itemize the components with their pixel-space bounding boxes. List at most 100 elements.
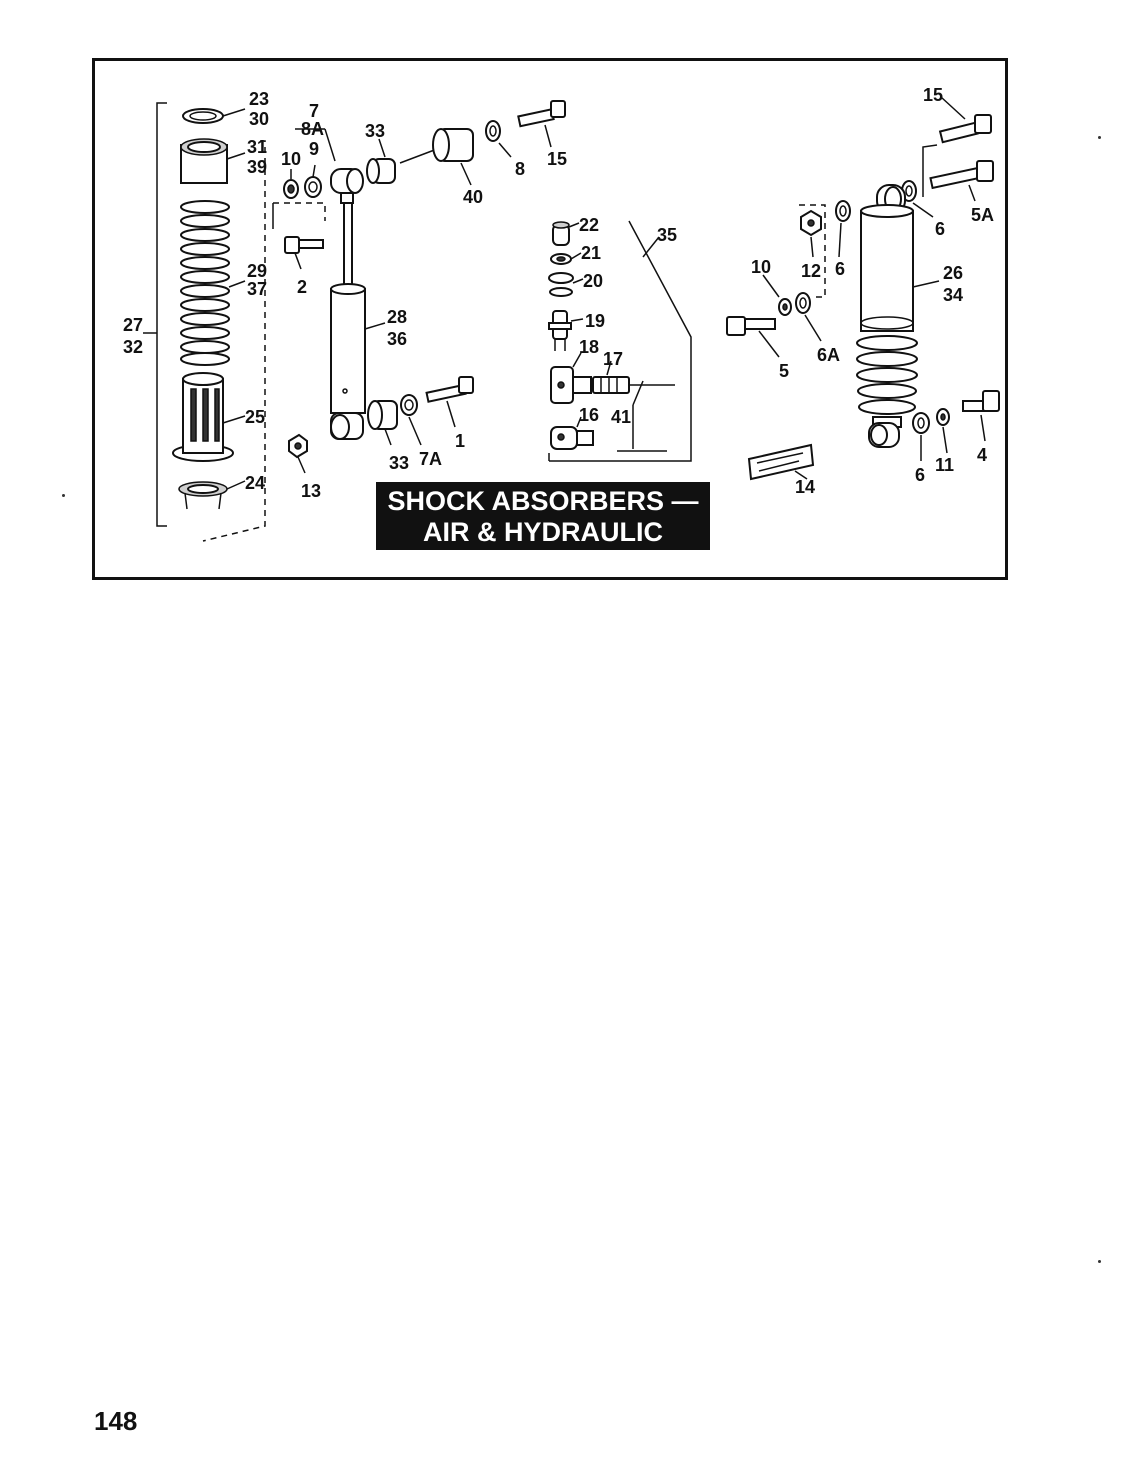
callout-30: 30 — [249, 109, 269, 129]
callout-8: 8 — [515, 159, 525, 179]
leader-40 — [460, 162, 472, 186]
part-fitting-17 — [592, 376, 675, 394]
callout-1: 1 — [455, 431, 465, 451]
leader-5A — [968, 184, 976, 202]
part-bolt-15a — [517, 100, 566, 128]
part-tee-18 — [550, 366, 592, 404]
part-ring-23 — [182, 108, 224, 124]
leader-10b — [762, 274, 780, 298]
part-bolt-2 — [284, 236, 324, 254]
part-spring-29 — [180, 200, 230, 366]
leader-22 — [568, 222, 580, 228]
group-bracket-27-32 — [156, 102, 167, 527]
leader-21 — [570, 252, 582, 260]
part-ring-23-inner — [189, 111, 217, 121]
scan-speck — [62, 494, 65, 497]
callout-14: 14 — [795, 477, 815, 497]
bracket-10-9 — [273, 202, 326, 221]
leader-15b — [940, 96, 966, 120]
part-label-14 — [747, 443, 815, 481]
leader-11 — [942, 426, 948, 454]
part-washer-10a — [283, 179, 299, 199]
callout-19: 19 — [585, 311, 605, 331]
leader-17 — [606, 360, 612, 376]
part-shock-26 — [856, 184, 918, 448]
part-washer-9 — [304, 176, 322, 198]
diagram-title-line-2: AIR & HYDRAULIC — [423, 517, 663, 547]
bracket-15-5A — [922, 144, 938, 197]
callout-10b: 10 — [751, 257, 771, 277]
leader-6b — [838, 222, 842, 258]
diagram-title-line-1: SHOCK ABSORBERS — — [387, 486, 699, 516]
callout-22: 22 — [579, 215, 599, 235]
part-bolt-1 — [425, 376, 474, 403]
part-washer-7A — [400, 394, 418, 416]
leader-8 — [498, 142, 512, 158]
part-core-21 — [550, 253, 572, 265]
leader-24 — [226, 480, 246, 490]
callout-34: 34 — [943, 285, 963, 305]
callout-2: 2 — [297, 277, 307, 297]
leader-5 — [758, 330, 780, 358]
leader-33a — [378, 138, 386, 158]
part-sleeve-40 — [432, 128, 474, 162]
leader-12 — [810, 236, 814, 258]
part-nut-12 — [800, 209, 822, 237]
leader-26 — [912, 280, 940, 288]
callout-9: 9 — [309, 139, 319, 159]
callout-15a: 15 — [547, 149, 567, 169]
callout-4: 4 — [977, 445, 987, 465]
callout-31: 31 — [247, 137, 267, 157]
leader-13 — [297, 456, 306, 474]
leader-18 — [572, 352, 582, 368]
callout-32: 32 — [123, 337, 143, 357]
leader-29 — [228, 280, 246, 288]
leader-19 — [570, 318, 584, 322]
part-washer-6c — [912, 412, 930, 434]
part-cover-25 — [172, 372, 234, 462]
bracket-12-6 — [799, 204, 826, 298]
group-outline-35 — [549, 220, 692, 462]
leader-7A — [408, 416, 422, 446]
leader-28 — [364, 322, 386, 330]
callout-18: 18 — [579, 337, 599, 357]
callout-15b: 15 — [923, 85, 943, 105]
part-elbow-16 — [550, 426, 594, 450]
callout-11: 11 — [935, 455, 954, 475]
leader-1 — [446, 400, 456, 428]
callout-17: 17 — [603, 349, 623, 369]
part-bushing-33b — [367, 400, 398, 430]
part-washer-8 — [485, 120, 501, 142]
part-washer-6A — [795, 292, 811, 314]
callout-6a: 6 — [935, 219, 945, 239]
callout-25: 25 — [245, 407, 265, 427]
part-shock-28 — [330, 168, 366, 440]
callout-23: 23 — [249, 89, 269, 109]
part-cap-22 — [552, 221, 570, 246]
callout-12: 12 — [801, 261, 821, 281]
callout-8A: 8A — [301, 119, 324, 139]
scan-speck — [1098, 1260, 1101, 1263]
leader-40-join — [399, 148, 438, 164]
leader-2 — [294, 252, 302, 270]
diagram-title: SHOCK ABSORBERS — AIR & HYDRAULIC — [376, 482, 710, 550]
callout-7: 7 — [309, 101, 319, 121]
leader-15a — [544, 124, 552, 148]
part-bolt-5 — [726, 316, 776, 336]
part-bolt-15b — [938, 114, 992, 144]
leader-9 — [312, 164, 316, 178]
part-washer-6b — [835, 200, 851, 222]
leader-25 — [222, 415, 246, 424]
callout-27: 27 — [123, 315, 143, 335]
part-washer-10b — [778, 298, 792, 316]
part-nut-13 — [288, 433, 308, 459]
callout-10a: 10 — [281, 149, 301, 169]
scan-speck — [1098, 136, 1101, 139]
callout-6c: 6 — [915, 465, 925, 485]
group-bracket-right — [202, 140, 266, 542]
leader-6a — [912, 202, 934, 218]
leader-23 — [222, 108, 246, 117]
leader-31 — [226, 152, 246, 160]
callout-33b: 33 — [389, 453, 409, 473]
part-bushing-33a — [366, 158, 396, 184]
